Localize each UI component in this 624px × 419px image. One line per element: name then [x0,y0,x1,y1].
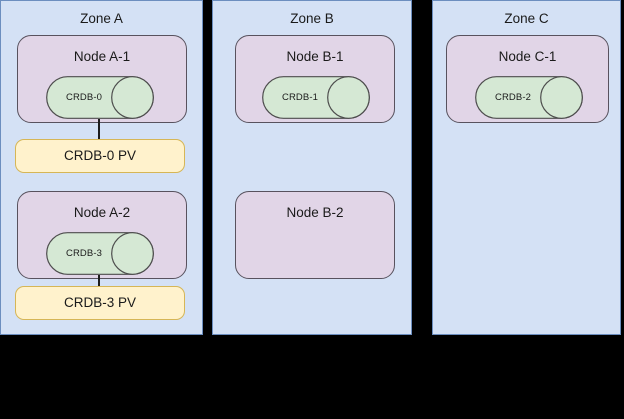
node-b-1-title: Node B-1 [286,49,344,64]
database-crdb-3[interactable]: CRDB-3 [46,232,154,275]
node-a-1[interactable]: Node A-1 CRDB-0 [17,35,187,123]
node-c-1-title: Node C-1 [498,49,557,64]
zone-b-title: Zone B [290,11,334,26]
pv-crdb-3[interactable]: CRDB-3 PV [15,286,185,320]
node-a-2[interactable]: Node A-2 CRDB-3 [17,191,187,279]
node-b-2-title: Node B-2 [286,205,344,220]
connector-node-a-2-to-pv [98,275,100,288]
pv-crdb-3-label: CRDB-3 PV [63,295,136,310]
database-crdb-0[interactable]: CRDB-0 [46,76,154,119]
connector-node-a-1-to-pv [98,119,100,141]
node-b-2[interactable]: Node B-2 [235,191,395,279]
zone-a-title: Zone A [80,11,123,26]
pv-crdb-0-label: CRDB-0 PV [63,148,136,163]
database-crdb-2-label: CRDB-2 [495,92,531,103]
node-a-1-title: Node A-1 [73,49,131,64]
pv-crdb-0[interactable]: CRDB-0 PV [15,139,185,173]
node-c-1[interactable]: Node C-1 CRDB-2 [446,35,609,123]
zone-c: Zone C Node C-1 CRDB-2 CRDB-2 PV CRDB-5 … [432,0,621,335]
database-crdb-2[interactable]: CRDB-2 [475,76,583,119]
node-b-1[interactable]: Node B-1 CRDB-1 [235,35,395,123]
node-a-2-title: Node A-2 [73,205,131,220]
database-crdb-1[interactable]: CRDB-1 [262,76,370,119]
zone-b: Zone B Node B-1 CRDB-1 CRDB-1 PV Node B-… [212,0,607,335]
database-crdb-0-label: CRDB-0 [66,92,102,103]
zone-a: Zone A Node A-1 CRDB-0 CRDB-0 PV Node A-… [0,0,203,335]
database-crdb-3-label: CRDB-3 [66,248,102,259]
database-crdb-1-label: CRDB-1 [282,92,318,103]
zone-c-title: Zone C [504,11,549,26]
